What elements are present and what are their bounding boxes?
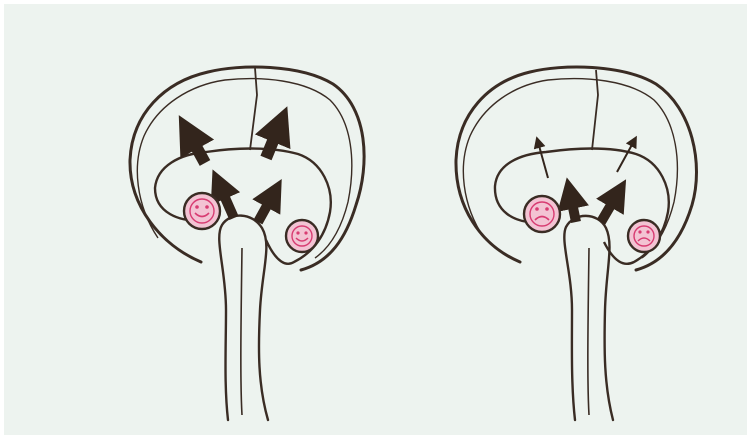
left-happy-cell-small (286, 220, 318, 252)
left-arrow-inner-left (219, 184, 234, 218)
right-brain-figure (456, 67, 697, 420)
left-brain-figure (130, 67, 364, 420)
left-brainstem (219, 216, 268, 420)
left-brainstem-core (241, 248, 242, 415)
right-brainstem-core (588, 248, 589, 415)
left-arrow-inner-right (258, 193, 274, 222)
right-arrow-inner-left (570, 193, 576, 222)
right-arrow-inner-right (601, 193, 618, 222)
right-arrow-outer-left (538, 142, 548, 178)
left-happy-cell-large (184, 193, 220, 229)
right-arrow-outer-right (617, 141, 634, 172)
left-midline (250, 68, 257, 150)
right-sad-cell-left (524, 196, 560, 232)
left-arrow-outer-right (266, 124, 280, 158)
left-arrow-outer-left (188, 132, 205, 163)
right-sad-cell-right (628, 220, 660, 252)
right-midline (592, 70, 598, 150)
